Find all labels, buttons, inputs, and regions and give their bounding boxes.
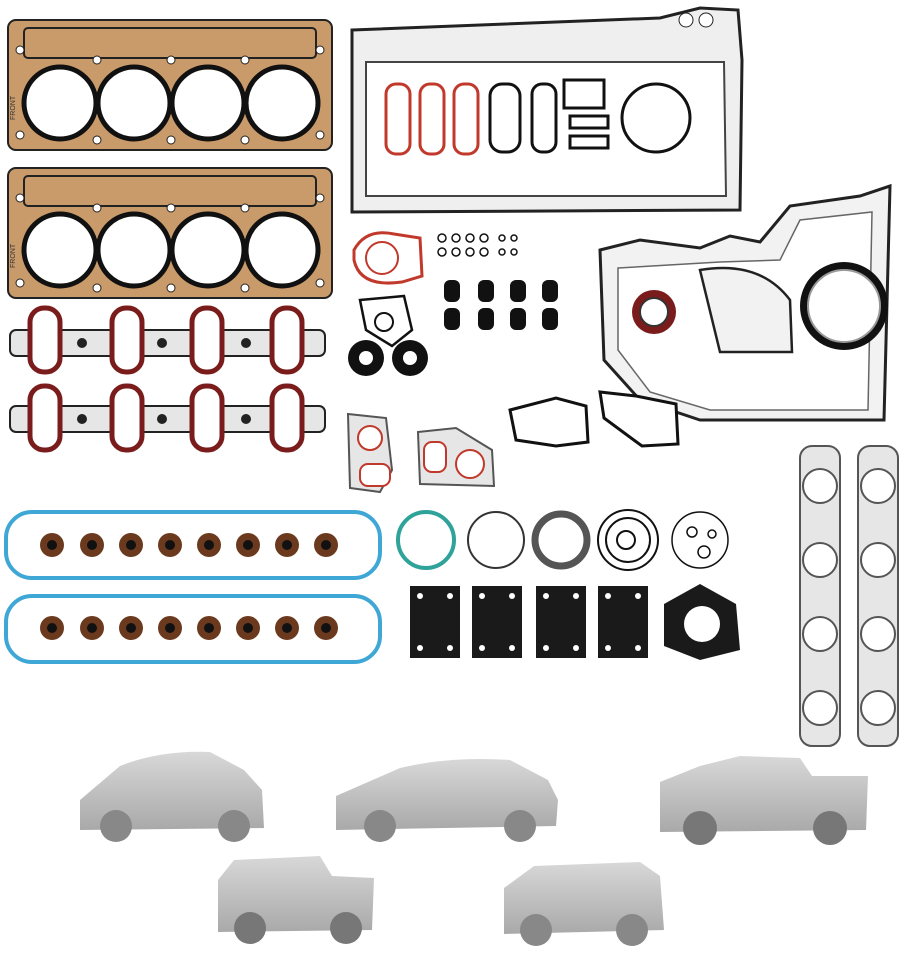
steel-gasket-left [346,412,394,494]
valve-cover-gasket-top [4,510,382,580]
valve-cover-gasket-bottom [4,594,382,664]
head-gasket-marking-top: FRONT [10,95,17,120]
vehicle-sedan-compact [80,751,264,842]
water-pump-gasket-red [352,231,424,285]
vehicle-suv [504,862,664,946]
exhaust-gasket-left [799,445,841,747]
oil-pan-gasket [350,6,744,214]
small-o-rings [437,233,518,257]
head-gasket-marking-bottom: FRONT [10,243,17,268]
timing-cover-gasket [598,183,892,422]
steel-gasket-middle [416,426,496,488]
head-gasket-top: FRONT [7,19,333,151]
throttle-body-gasket [358,294,414,348]
gray-seal [531,510,591,570]
vehicle-pickup-full-size [218,856,374,944]
black-gasket-pair [508,390,680,448]
head-gasket-bottom: FRONT [7,167,333,299]
rubber-seals-pair [348,340,428,376]
black-grommets [444,280,558,330]
teal-o-ring [396,510,456,570]
small-gasket-ring [671,511,729,569]
vehicle-pickup-crew-cab [660,756,868,845]
rear-main-seal [800,262,888,350]
black-cover-gaskets [410,586,648,658]
intake-gasket-bottom [9,383,326,453]
clear-o-ring [467,511,525,569]
exhaust-gasket-right [857,445,899,747]
egr-gasket [664,584,740,660]
vehicle-sedan-luxury [336,759,558,842]
o-ring-set [597,509,659,571]
intake-gasket-top [9,305,326,375]
crank-seal-small [632,290,676,334]
